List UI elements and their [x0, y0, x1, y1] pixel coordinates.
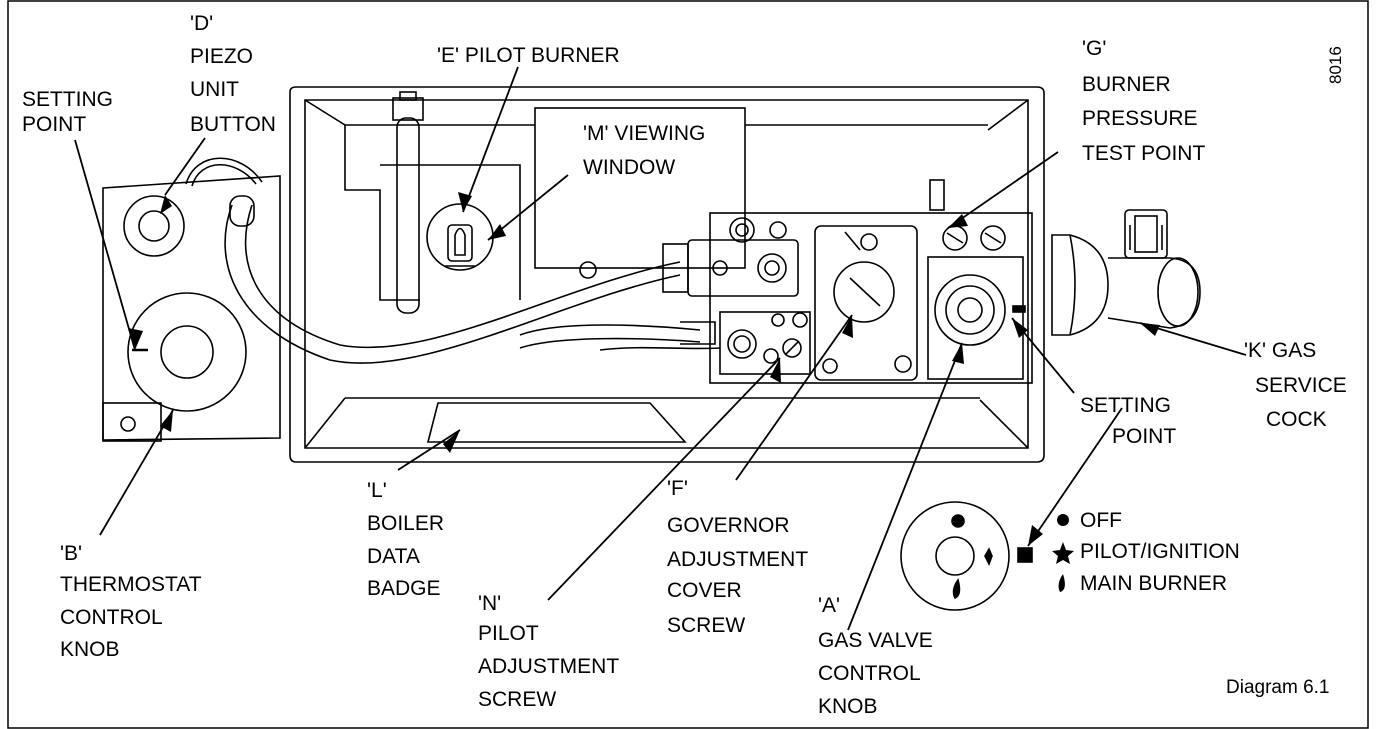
- label-line: BADGE: [367, 577, 441, 600]
- label-line: SCREW: [667, 614, 745, 637]
- leader-setting-point-left: [74, 139, 136, 351]
- label-line: PRESSURE: [1082, 107, 1198, 130]
- label-line: 'L': [367, 479, 387, 502]
- label-boiler-data-badge: 'L' BOILER DATA BADGE: [367, 479, 444, 600]
- label-piezo: 'D' PIEZO UNIT BUTTON: [190, 12, 276, 136]
- leader-governor: [735, 314, 853, 481]
- diagram-border: [7, 0, 1369, 729]
- label-line: UNIT: [190, 78, 239, 101]
- label-line: BOILER: [367, 512, 444, 535]
- figure-number: 8016: [1326, 46, 1345, 84]
- left-control-panel: [102, 157, 281, 442]
- label-line: KNOB: [60, 638, 120, 661]
- label-line: DATA: [367, 545, 420, 568]
- pilot-symbol-icon: [1052, 542, 1074, 564]
- label-thermostat: 'B' THERMOSTAT CONTROL KNOB: [60, 542, 202, 661]
- label-line: 'N': [478, 592, 501, 615]
- main-burner-symbol-icon: [1058, 574, 1065, 592]
- leader-thermostat: [99, 409, 174, 536]
- label-line: SETTING: [22, 88, 113, 111]
- label-line: SCREW: [478, 688, 556, 711]
- label-pilot-burner: 'E' PILOT BURNER: [437, 44, 620, 67]
- label-line: PILOT: [478, 622, 539, 645]
- boiler-data-badge: [426, 402, 687, 443]
- leader-setting-point-dial: [1027, 407, 1123, 547]
- piezo-button: [123, 195, 185, 257]
- label-line: CONTROL: [60, 606, 163, 629]
- label-line: COCK: [1266, 408, 1327, 431]
- governor-cover-screw: [833, 261, 895, 323]
- leader-piezo: [164, 137, 206, 196]
- setting-point-dial: [900, 501, 1033, 611]
- label-line: COVER: [667, 579, 742, 602]
- label-gas-valve-knob: 'A' GAS VALVE CONTROL KNOB: [818, 594, 933, 718]
- label-setting-point-left: SETTING POINT: [22, 88, 113, 136]
- label-line: POINT: [1112, 425, 1176, 448]
- gas-valve-knob: [934, 274, 1006, 346]
- label-line: GAS VALVE: [818, 629, 933, 652]
- leader-boiler-badge: [397, 429, 461, 471]
- legend-main: MAIN BURNER: [1080, 572, 1227, 595]
- governor-housing: [814, 225, 918, 381]
- leader-pressure-test: [947, 151, 1059, 229]
- label-line: 'E' PILOT BURNER: [437, 44, 620, 67]
- label-line: CONTROL: [818, 662, 921, 685]
- gas-service-cock: [1051, 209, 1201, 336]
- label-line: 'M' VIEWING: [583, 122, 705, 145]
- viewing-window-panel: [534, 107, 746, 269]
- label-line: BURNER: [1082, 73, 1171, 96]
- label-line: SETTING: [1080, 394, 1171, 417]
- label-setting-point-right: SETTING POINT: [1080, 394, 1176, 448]
- pilot-adjustment-screw: [782, 338, 802, 358]
- label-line: 'G': [1082, 37, 1106, 60]
- label-line: 'B': [60, 542, 82, 565]
- burner-tray: [224, 86, 1045, 463]
- label-burner-pressure: 'G' BURNER PRESSURE TEST POINT: [1082, 37, 1205, 165]
- leader-gas-valve: [847, 342, 963, 631]
- label-line: ADJUSTMENT: [478, 655, 619, 678]
- thermostat-knob: [127, 292, 247, 412]
- label-pilot-adjustment: 'N' PILOT ADJUSTMENT SCREW: [478, 592, 619, 711]
- label-line: 'K' GAS: [1244, 339, 1316, 362]
- label-governor: 'F' GOVERNOR ADJUSTMENT COVER SCREW: [667, 477, 808, 637]
- legend-off: OFF: [1080, 509, 1122, 532]
- label-line: PIEZO: [190, 45, 253, 68]
- legend: OFF PILOT/IGNITION MAIN BURNER: [1052, 509, 1240, 595]
- label-line: WINDOW: [583, 156, 675, 179]
- label-line: POINT: [22, 113, 86, 136]
- label-line: GOVERNOR: [667, 514, 790, 537]
- label-viewing-window: 'M' VIEWING WINDOW: [583, 122, 705, 179]
- pilot-window: [426, 203, 494, 271]
- leader-pilot-adjustment: [547, 357, 781, 601]
- leader-pilot-burner: [462, 66, 519, 213]
- label-line: 'F': [667, 477, 688, 500]
- label-line: 'A': [818, 594, 840, 617]
- off-symbol-icon: [1057, 514, 1069, 526]
- label-line: BUTTON: [190, 113, 276, 136]
- label-line: KNOB: [818, 695, 878, 718]
- label-line: 'D': [190, 12, 213, 35]
- label-line: SERVICE: [1255, 374, 1347, 397]
- label-line: THERMOSTAT: [60, 573, 202, 596]
- legend-pilot: PILOT/IGNITION: [1080, 540, 1240, 563]
- label-gas-service-cock: 'K' GAS SERVICE COCK: [1244, 339, 1347, 431]
- label-line: TEST POINT: [1082, 142, 1205, 165]
- figure-caption: Diagram 6.1: [1226, 677, 1330, 698]
- label-line: ADJUSTMENT: [667, 548, 808, 571]
